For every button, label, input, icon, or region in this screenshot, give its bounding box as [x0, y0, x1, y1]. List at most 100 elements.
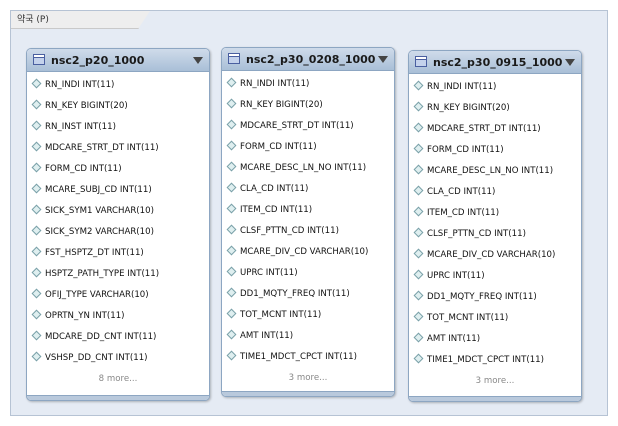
column-row[interactable]: UPRC INT(11): [409, 266, 581, 287]
column-label: TOT_MCNT INT(11): [427, 313, 509, 323]
column-label: DD1_MQTY_FREQ INT(11): [240, 289, 350, 299]
column-row[interactable]: RN_INST INT(11): [27, 117, 209, 138]
column-label: FORM_CD INT(11): [240, 142, 317, 152]
column-row[interactable]: RN_KEY BIGINT(20): [222, 95, 394, 116]
column-row[interactable]: MCARE_DESC_LN_NO INT(11): [222, 158, 394, 179]
column-diamond-icon: [31, 183, 42, 194]
column-row[interactable]: RN_INDI INT(11): [27, 75, 209, 96]
column-label: OPRTN_YN INT(11): [45, 311, 125, 321]
column-diamond-icon: [226, 161, 237, 172]
column-row[interactable]: HSPTZ_PATH_TYPE INT(11): [27, 264, 209, 285]
table-icon: [415, 56, 427, 67]
column-row[interactable]: RN_KEY BIGINT(20): [409, 98, 581, 119]
column-diamond-icon: [413, 143, 424, 154]
column-label: CLSF_PTTN_CD INT(11): [427, 229, 526, 239]
column-row[interactable]: MCARE_DIV_CD VARCHAR(10): [409, 245, 581, 266]
column-label: CLA_CD INT(11): [240, 184, 309, 194]
column-diamond-icon: [413, 353, 424, 364]
column-row[interactable]: SICK_SYM2 VARCHAR(10): [27, 222, 209, 243]
column-row[interactable]: FORM_CD INT(11): [222, 137, 394, 158]
column-row[interactable]: SICK_SYM1 VARCHAR(10): [27, 201, 209, 222]
column-row[interactable]: OPRTN_YN INT(11): [27, 306, 209, 327]
table-header[interactable]: nsc2_p30_0208_1000: [222, 48, 394, 71]
table-nsc2-p30-0915-1000[interactable]: nsc2_p30_0915_1000 RN_INDI INT(11) RN_KEY…: [408, 50, 582, 402]
column-row[interactable]: OFIJ_TYPE VARCHAR(10): [27, 285, 209, 306]
column-row[interactable]: MDCARE_STRT_DT INT(11): [409, 119, 581, 140]
column-label: MCARE_DESC_LN_NO INT(11): [427, 166, 554, 176]
column-label: OFIJ_TYPE VARCHAR(10): [45, 290, 149, 300]
column-row[interactable]: TOT_MCNT INT(11): [222, 305, 394, 326]
column-label: ITEM_CD INT(11): [427, 208, 500, 218]
column-row[interactable]: MDCARE_STRT_DT INT(11): [222, 116, 394, 137]
chevron-down-icon[interactable]: [193, 57, 203, 64]
column-row[interactable]: RN_KEY BIGINT(20): [27, 96, 209, 117]
table-title: nsc2_p30_0915_1000: [433, 56, 563, 69]
column-diamond-icon: [226, 245, 237, 256]
chevron-down-icon[interactable]: [565, 59, 575, 66]
column-diamond-icon: [226, 119, 237, 130]
column-row[interactable]: MCARE_DESC_LN_NO INT(11): [409, 161, 581, 182]
column-label: RN_INDI INT(11): [45, 80, 115, 90]
table-nsc2-p30-0208-1000[interactable]: nsc2_p30_0208_1000 RN_INDI INT(11) RN_KEY…: [221, 47, 395, 397]
table-header[interactable]: nsc2_p30_0915_1000: [409, 51, 581, 74]
region-label: 약국 (P): [11, 11, 150, 29]
chevron-down-icon[interactable]: [378, 56, 388, 63]
more-columns-link[interactable]: 3 more...: [288, 373, 328, 383]
column-row[interactable]: DD1_MQTY_FREQ INT(11): [409, 287, 581, 308]
column-diamond-icon: [413, 80, 424, 91]
column-row[interactable]: FORM_CD INT(11): [27, 159, 209, 180]
column-row[interactable]: ITEM_CD INT(11): [222, 200, 394, 221]
column-row[interactable]: AMT INT(11): [222, 326, 394, 347]
column-row[interactable]: FORM_CD INT(11): [409, 140, 581, 161]
more-columns-link[interactable]: 3 more...: [475, 376, 515, 386]
column-diamond-icon: [413, 206, 424, 217]
column-diamond-icon: [226, 287, 237, 298]
column-row[interactable]: UPRC INT(11): [222, 263, 394, 284]
table-footer: [27, 395, 209, 400]
more-columns-link[interactable]: 8 more...: [98, 374, 138, 384]
column-row[interactable]: RN_INDI INT(11): [409, 77, 581, 98]
table-header[interactable]: nsc2_p20_1000: [27, 49, 209, 72]
table-nsc2-p20-1000[interactable]: nsc2_p20_1000 RN_INDI INT(11) RN_KEY BIGI…: [26, 48, 210, 401]
column-label: AMT INT(11): [427, 334, 481, 344]
column-row[interactable]: TOT_MCNT INT(11): [409, 308, 581, 329]
column-diamond-icon: [226, 329, 237, 340]
column-row[interactable]: MCARE_SUBJ_CD INT(11): [27, 180, 209, 201]
table-title: nsc2_p30_0208_1000: [246, 53, 376, 66]
column-row[interactable]: FST_HSPTZ_DT INT(11): [27, 243, 209, 264]
column-row[interactable]: AMT INT(11): [409, 329, 581, 350]
column-diamond-icon: [413, 101, 424, 112]
column-diamond-icon: [31, 309, 42, 320]
table-icon: [33, 54, 45, 65]
column-diamond-icon: [31, 120, 42, 131]
column-diamond-icon: [226, 203, 237, 214]
column-row[interactable]: RN_INDI INT(11): [222, 74, 394, 95]
column-list: RN_INDI INT(11) RN_KEY BIGINT(20)MDCARE_S…: [409, 74, 581, 371]
column-diamond-icon: [226, 350, 237, 361]
column-row[interactable]: TIME1_MDCT_CPCT INT(11): [409, 350, 581, 371]
column-label: FORM_CD INT(11): [45, 164, 122, 174]
column-row[interactable]: MCARE_DIV_CD VARCHAR(10): [222, 242, 394, 263]
column-row[interactable]: VSHSP_DD_CNT INT(11): [27, 348, 209, 369]
column-row[interactable]: CLSF_PTTN_CD INT(11): [222, 221, 394, 242]
column-diamond-icon: [413, 269, 424, 280]
column-row[interactable]: MDCARE_STRT_DT INT(11): [27, 138, 209, 159]
column-diamond-icon: [226, 77, 237, 88]
column-diamond-icon: [413, 227, 424, 238]
column-row[interactable]: CLA_CD INT(11): [409, 182, 581, 203]
column-diamond-icon: [31, 330, 42, 341]
column-label: MDCARE_STRT_DT INT(11): [240, 121, 354, 131]
column-diamond-icon: [413, 248, 424, 259]
column-row[interactable]: ITEM_CD INT(11): [409, 203, 581, 224]
column-label: RN_INDI INT(11): [427, 82, 497, 92]
column-row[interactable]: TIME1_MDCT_CPCT INT(11): [222, 347, 394, 368]
column-row[interactable]: DD1_MQTY_FREQ INT(11): [222, 284, 394, 305]
column-label: RN_KEY BIGINT(20): [240, 100, 323, 110]
column-row[interactable]: CLA_CD INT(11): [222, 179, 394, 200]
column-diamond-icon: [31, 99, 42, 110]
column-row[interactable]: CLSF_PTTN_CD INT(11): [409, 224, 581, 245]
column-diamond-icon: [226, 224, 237, 235]
column-row[interactable]: MDCARE_DD_CNT INT(11): [27, 327, 209, 348]
column-list: RN_INDI INT(11) RN_KEY BIGINT(20)RN_INST …: [27, 72, 209, 369]
column-diamond-icon: [413, 122, 424, 133]
